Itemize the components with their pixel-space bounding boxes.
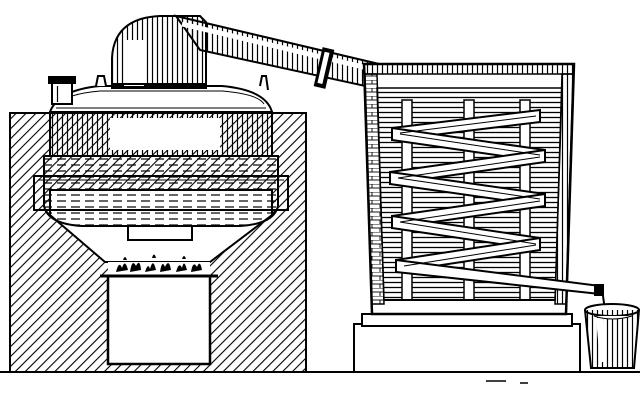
pot-liquid-body (43, 155, 279, 227)
ground-marks (486, 380, 528, 384)
pot-flange (33, 175, 289, 211)
fire-door (106, 274, 212, 366)
fire-flames (116, 254, 202, 272)
filling-neck (48, 76, 76, 105)
tub-base (353, 323, 581, 373)
worm-coil (389, 108, 601, 296)
receiving-bucket (584, 303, 640, 369)
still-head (111, 15, 207, 89)
still-pot (33, 75, 289, 227)
